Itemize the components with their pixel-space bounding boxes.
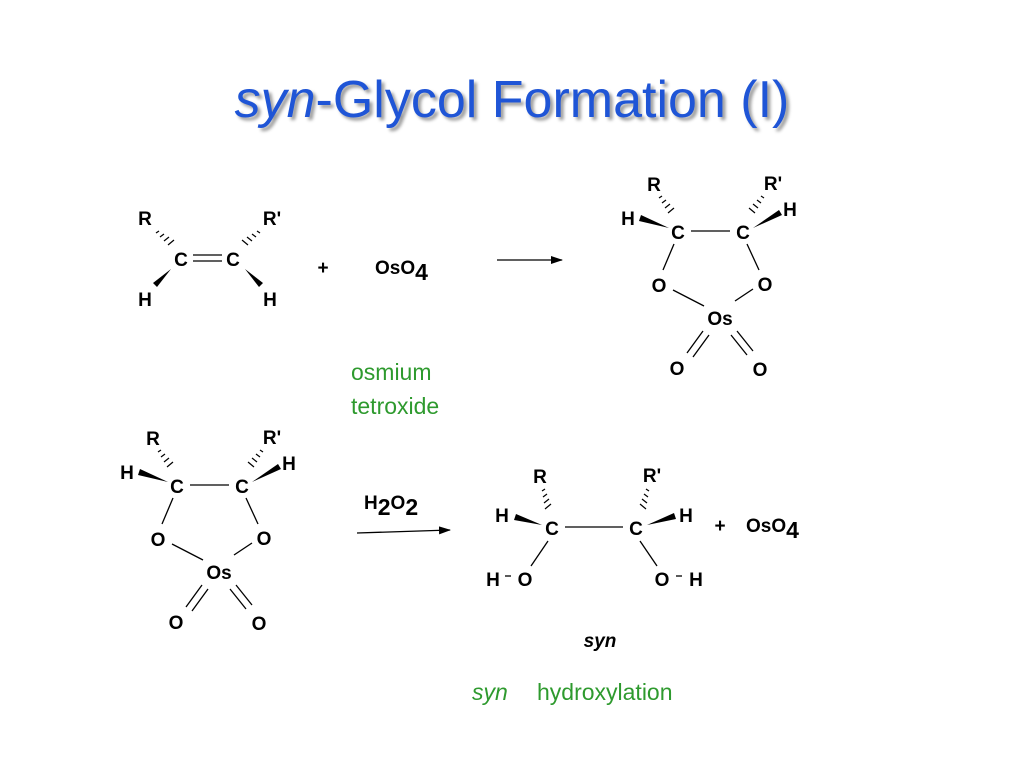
ester2-hash-R [157,449,174,468]
wedge-bond-H1 [153,269,171,287]
diol-hash-R [541,488,552,510]
diol-OH-left-O: O [518,570,533,591]
wedge-bond-H2 [245,269,263,287]
diol-H-left: H [495,506,509,527]
reagent-oso4-base: OsO [375,258,415,279]
ester2-C1-O-bond [161,497,174,525]
title-rest: -Glycol Formation (I) [315,71,790,129]
alkene-H1: H [138,290,152,311]
ester2-Os-O-dbl-right-a [229,588,247,610]
ester1-O-Os-left [672,289,705,307]
ester1-Rprime: R' [764,174,782,195]
label-osmium: osmium [351,359,432,385]
product-label-syn: syn [584,631,617,652]
ester1-Os-O-dbl-left-b [692,334,710,358]
reaction-arrow-2 [356,526,451,535]
ester2-C1: C [170,477,184,498]
ester1-wedge-H-left [639,215,669,228]
byproduct-oso4-sub: 4 [786,517,799,543]
reagent-oso4-sub: 4 [415,259,428,285]
diol-hash-Rprime [639,488,650,510]
alkene-C2: C [226,250,240,271]
diol-C2-O-bond [639,540,658,567]
diol-wedge-H-left [514,514,542,525]
alkene-R: R [138,209,152,230]
alkene-H2: H [263,290,277,311]
diol-C1-O-bond [530,540,549,567]
ester1-hash-R [658,195,675,214]
ester1-C2-O-bond [746,243,760,271]
ester2-wedge-H-left [138,469,168,482]
h2o2-sub1: 2 [378,494,391,520]
ester2-Os: Os [206,563,231,584]
ester2-R: R [146,429,160,450]
ester2-C2: C [235,477,249,498]
ester1-O-Os-right [734,288,754,302]
ester1-R: R [647,175,661,196]
ester1-O-left: O [652,276,667,297]
ester2-hash-Rprime [247,449,264,468]
ester1-C1-O-bond [662,243,675,271]
diol-H-right: H [679,506,693,527]
diol-OH-right-O: O [655,570,670,591]
alkene-structure: R R' C C H H [138,209,281,311]
diol-Rprime: R' [643,466,661,487]
ester2-Os-O-dbl-right-b [235,584,253,606]
ester1-Os-O-dbl-right-b [736,330,754,352]
ester2-H-left: H [120,463,134,484]
ester2-O-Os-right [233,542,253,556]
alkene-Rprime: R' [263,209,281,230]
reagent-oso4: OsO4 [375,258,428,285]
plus-sign-2: + [714,516,725,537]
ester1-C1: C [671,223,685,244]
ester1-Os-O-dbl-left-a [686,330,704,354]
h2o2-H: H [364,493,378,514]
ester1-O-bottom-left: O [670,359,685,380]
ester1-H-left: H [621,209,635,230]
osmate-ester-1: R R' H H C C O O Os O O [621,174,797,381]
footer-hydroxylation: hydroxylation [537,679,673,705]
label-tetroxide: tetroxide [351,393,439,419]
slide-title: syn-Glycol Formation (I) [0,70,1024,130]
footer-syn: syn [472,679,508,705]
ester2-wedge-H-right [252,464,281,482]
diol-OH-right-H: H [689,570,703,591]
diol-OH-left-H: H [486,570,500,591]
diol-C2: C [629,519,643,540]
plus-sign-1: + [317,258,328,279]
h2o2-O: O [391,493,406,514]
ester1-O-bottom-right: O [753,360,768,381]
diol-wedge-H-right [647,513,676,525]
hashed-bond-Rprime [241,230,261,246]
ester2-O-bottom-right: O [252,614,267,635]
ester2-Os-O-dbl-left-b [191,588,209,612]
ester2-O-Os-left [171,543,204,561]
hashed-bond-R [155,230,175,246]
osmate-ester-2: R R' H H C C O O Os O O [120,428,296,635]
ester1-H-right: H [783,200,797,221]
ester1-Os: Os [707,309,732,330]
title-syn: syn [234,71,316,129]
ester1-O-right: O [758,275,773,296]
ester2-O-right: O [257,529,272,550]
ester1-hash-Rprime [748,195,765,214]
ester2-C2-O-bond [245,497,259,525]
ester2-O-left: O [151,530,166,551]
byproduct-oso4: OsO4 [746,516,799,543]
ester2-O-bottom-left: O [169,613,184,634]
byproduct-oso4-base: OsO [746,516,786,537]
ester1-C2: C [736,223,750,244]
ester2-Os-O-dbl-left-a [185,584,203,608]
reagent-h2o2: H2O2 [364,493,418,520]
ester2-Rprime: R' [263,428,281,449]
alkene-C1: C [174,250,188,271]
diol-product: R R' H H C C H O O H [486,466,703,591]
ester2-H-right: H [282,454,296,475]
diol-C1: C [545,519,559,540]
h2o2-sub2: 2 [405,494,418,520]
ester1-Os-O-dbl-right-a [730,334,748,356]
ester1-wedge-H-right [753,210,782,228]
diol-R: R [533,467,547,488]
